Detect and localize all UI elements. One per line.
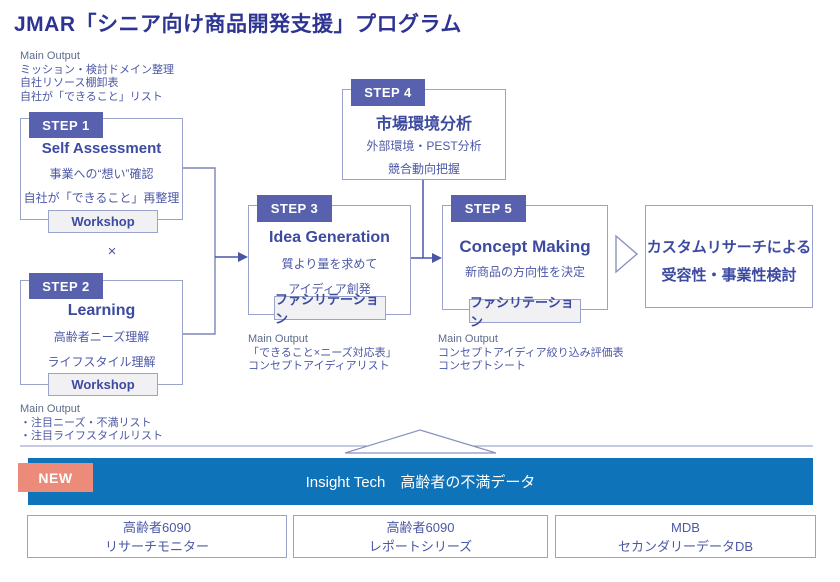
main-output-step1: Main Output ミッション・検討ドメイン整理 自社リソース棚卸表 自社が… xyxy=(20,50,174,104)
bracket-step1-step2 xyxy=(183,167,216,335)
step1-line: 自社が「できること」再整理 xyxy=(23,191,180,205)
insight-tech-label: Insight Tech 高齢者の不満データ xyxy=(305,474,536,491)
step3-line: アイディア創発 xyxy=(288,282,371,296)
main-output-line: コンセプトアイディアリスト xyxy=(248,360,390,372)
custom-research-box: カスタムリサーチによる 受容性・事業性検討 xyxy=(645,205,813,308)
step3-facilitation-tag: ファシリテーション xyxy=(274,292,386,326)
step5-facilitation-tag: ファシリテーション xyxy=(469,295,581,329)
main-output-line: 自社が「できること」リスト xyxy=(20,90,163,103)
main-output-heading: Main Output xyxy=(20,403,80,415)
data-source-line: 高齢者6090 xyxy=(123,519,191,535)
data-source-box-mdb: MDB セカンダリーデータDB xyxy=(555,515,816,558)
main-output-line: 「できること×ニーズ対応表」 xyxy=(248,346,397,359)
data-source-line: 高齢者6090 xyxy=(386,519,455,535)
step5-line: 新商品の方向性を決定 xyxy=(464,265,585,279)
step4-box: STEP 4 市場環境分析 外部環境・PEST分析 競合動向把握 xyxy=(342,79,506,180)
main-output-line: ・注目ニーズ・不満リスト xyxy=(20,416,152,429)
data-source-line: リサーチモニター xyxy=(104,538,209,554)
main-output-heading: Main Output xyxy=(20,50,80,62)
main-output-line: ミッション・検討ドメイン整理 xyxy=(20,63,174,76)
main-output-line: コンセプトアイディア絞り込み評価表 xyxy=(438,346,624,359)
step5-box: STEP 5 Concept Making 新商品の方向性を決定 ファシリテーシ… xyxy=(442,195,608,329)
data-source-line: セカンダリーデータDB xyxy=(617,538,754,554)
step2-box: STEP 2 Learning 高齢者ニーズ理解 ライフスタイル理解 Works… xyxy=(20,273,183,396)
main-output-step3: Main Output 「できること×ニーズ対応表」 コンセプトアイディアリスト xyxy=(248,333,397,374)
step1-label: STEP 1 xyxy=(29,112,103,138)
step2-line: ライフスタイル理解 xyxy=(47,355,156,369)
step5-heading: Concept Making xyxy=(459,237,591,256)
step1-line: 事業への“想い”確認 xyxy=(49,167,154,181)
step1-box: STEP 1 Self Assessment 事業への“想い”確認 自社が「でき… xyxy=(20,112,183,233)
data-source-box-report-series: 高齢者6090 レポートシリーズ xyxy=(293,515,548,558)
step4-line: 外部環境・PEST分析 xyxy=(366,139,482,153)
step2-line: 高齢者ニーズ理解 xyxy=(53,330,150,344)
step1-heading: Self Assessment xyxy=(41,140,162,157)
main-output-heading: Main Output xyxy=(438,333,498,345)
step4-label: STEP 4 xyxy=(351,79,425,106)
page-title: JMAR「シニア向け商品開発支援」プログラム xyxy=(14,13,462,36)
up-triangle-icon xyxy=(344,429,497,454)
new-badge: NEW xyxy=(18,463,93,492)
data-source-line: MDB xyxy=(671,519,700,535)
data-source-box-research-monitor: 高齢者6090 リサーチモニター xyxy=(27,515,287,558)
multiply-sign: × xyxy=(107,243,117,260)
main-output-line: コンセプトシート xyxy=(438,360,526,372)
main-output-step2: Main Output ・注目ニーズ・不満リスト ・注目ライフスタイルリスト xyxy=(20,403,163,444)
arrowhead-to-step5-icon xyxy=(432,253,442,263)
step2-workshop-tag: Workshop xyxy=(48,373,158,396)
data-source-line: レポートシリーズ xyxy=(368,538,473,554)
right-triangle-icon xyxy=(615,234,639,274)
step3-heading: Idea Generation xyxy=(269,229,390,246)
step5-label: STEP 5 xyxy=(451,195,526,222)
custom-research-line: カスタムリサーチによる xyxy=(646,239,812,256)
step2-heading: Learning xyxy=(67,302,136,319)
custom-research-line: 受容性・事業性検討 xyxy=(661,267,797,284)
insight-tech-bar: Insight Tech 高齢者の不満データ xyxy=(28,458,813,505)
main-output-line: 自社リソース棚卸表 xyxy=(20,77,119,89)
arrowhead-to-step3-icon xyxy=(238,252,248,262)
step2-label: STEP 2 xyxy=(29,273,103,299)
main-output-line: ・注目ライフスタイルリスト xyxy=(20,430,163,442)
step4-heading: 市場環境分析 xyxy=(375,116,472,133)
step3-label: STEP 3 xyxy=(257,195,332,222)
step3-box: STEP 3 Idea Generation 質より量を求めて アイディア創発 … xyxy=(248,195,411,326)
step3-line: 質より量を求めて xyxy=(281,257,378,271)
step1-workshop-tag: Workshop xyxy=(48,210,158,233)
main-output-step5: Main Output コンセプトアイディア絞り込み評価表 コンセプトシート xyxy=(438,333,624,374)
step4-line: 競合動向把握 xyxy=(387,162,460,176)
main-output-heading: Main Output xyxy=(248,333,308,345)
